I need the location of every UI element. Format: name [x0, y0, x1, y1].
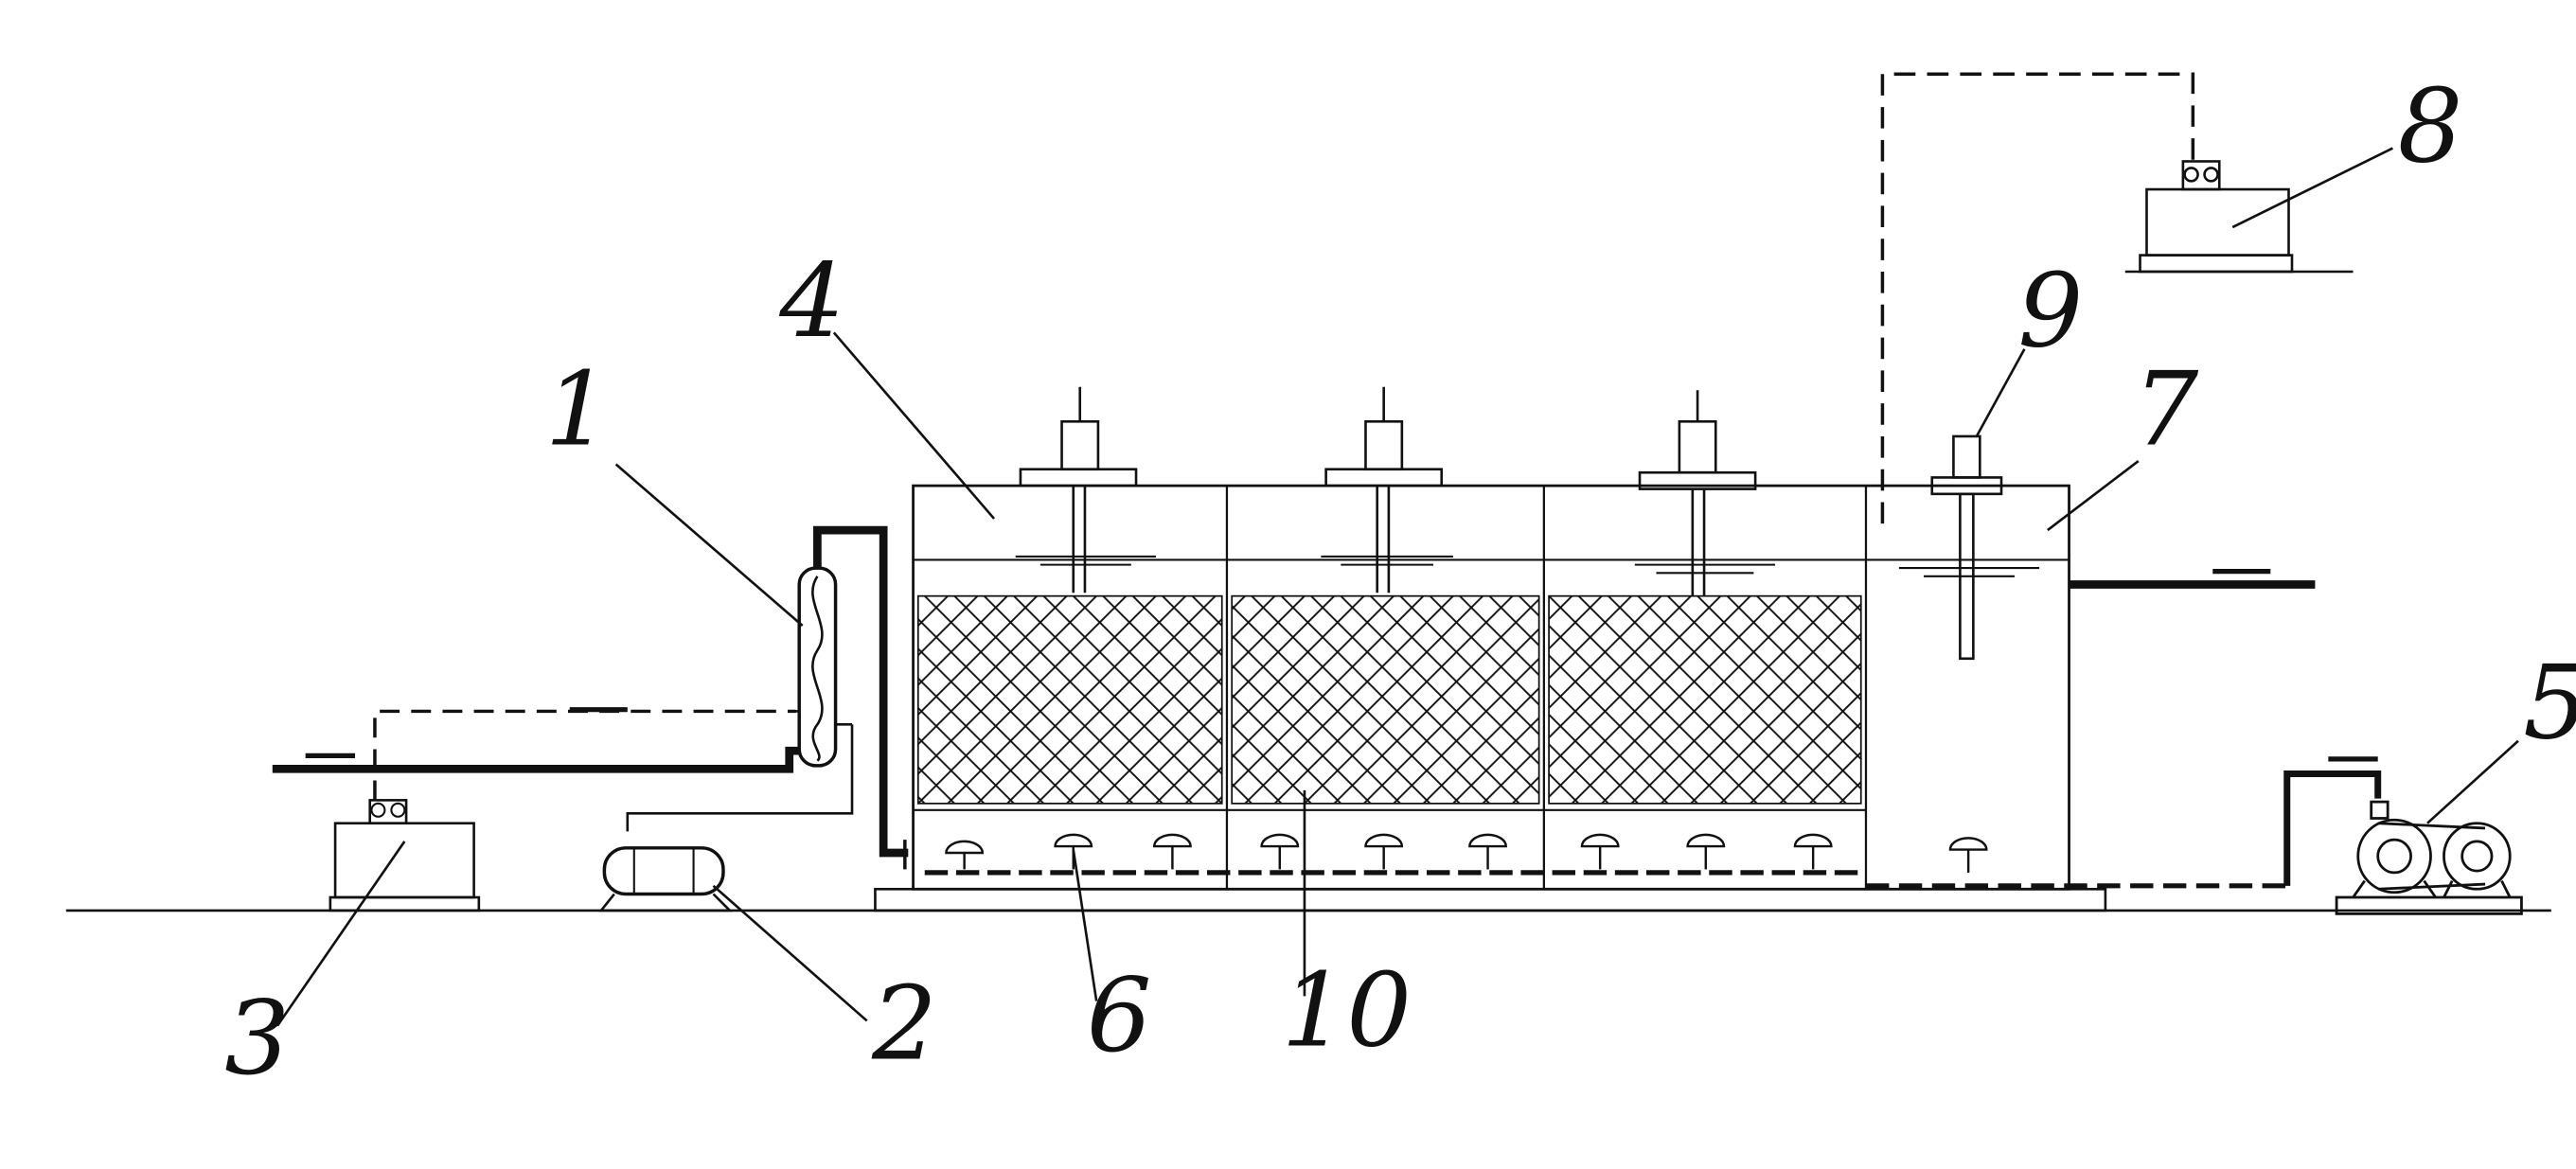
inlet-pipe — [272, 746, 800, 773]
probe-9 — [1930, 434, 2003, 661]
label-6: 6 — [1087, 957, 1152, 1075]
agitator-1 — [1019, 386, 1138, 593]
label-1: 1 — [545, 351, 611, 469]
hot-water-pipe — [813, 525, 909, 858]
agitator-3 — [1638, 390, 1757, 596]
label-2: 2 — [871, 965, 937, 1084]
blower-2 — [598, 846, 734, 912]
pump-return-pipe — [2283, 770, 2382, 886]
air-line — [626, 724, 854, 832]
agitator-2 — [1324, 386, 1444, 593]
filter-media-10 — [916, 594, 1862, 805]
label-5: 5 — [2523, 644, 2576, 762]
label-8: 8 — [2398, 68, 2463, 186]
dosing-tank-8 — [2124, 160, 2354, 274]
dosing-tank-3 — [329, 799, 481, 912]
reactor-tank-4 — [912, 484, 2070, 891]
label-4: 4 — [778, 242, 844, 361]
dosing-line-dashed — [373, 709, 796, 801]
label-3: 3 — [224, 980, 290, 1098]
aerator-diffusers-6 — [945, 833, 1988, 873]
pump-5 — [2335, 800, 2523, 915]
reactor-base — [874, 887, 2107, 912]
leader-lines — [275, 147, 2519, 1027]
label-10: 10 — [1282, 952, 1412, 1071]
control-line-dashed — [1880, 72, 2195, 524]
heat-exchanger-1 — [789, 566, 853, 768]
label-7: 7 — [2134, 351, 2199, 469]
label-9: 9 — [2017, 252, 2083, 370]
